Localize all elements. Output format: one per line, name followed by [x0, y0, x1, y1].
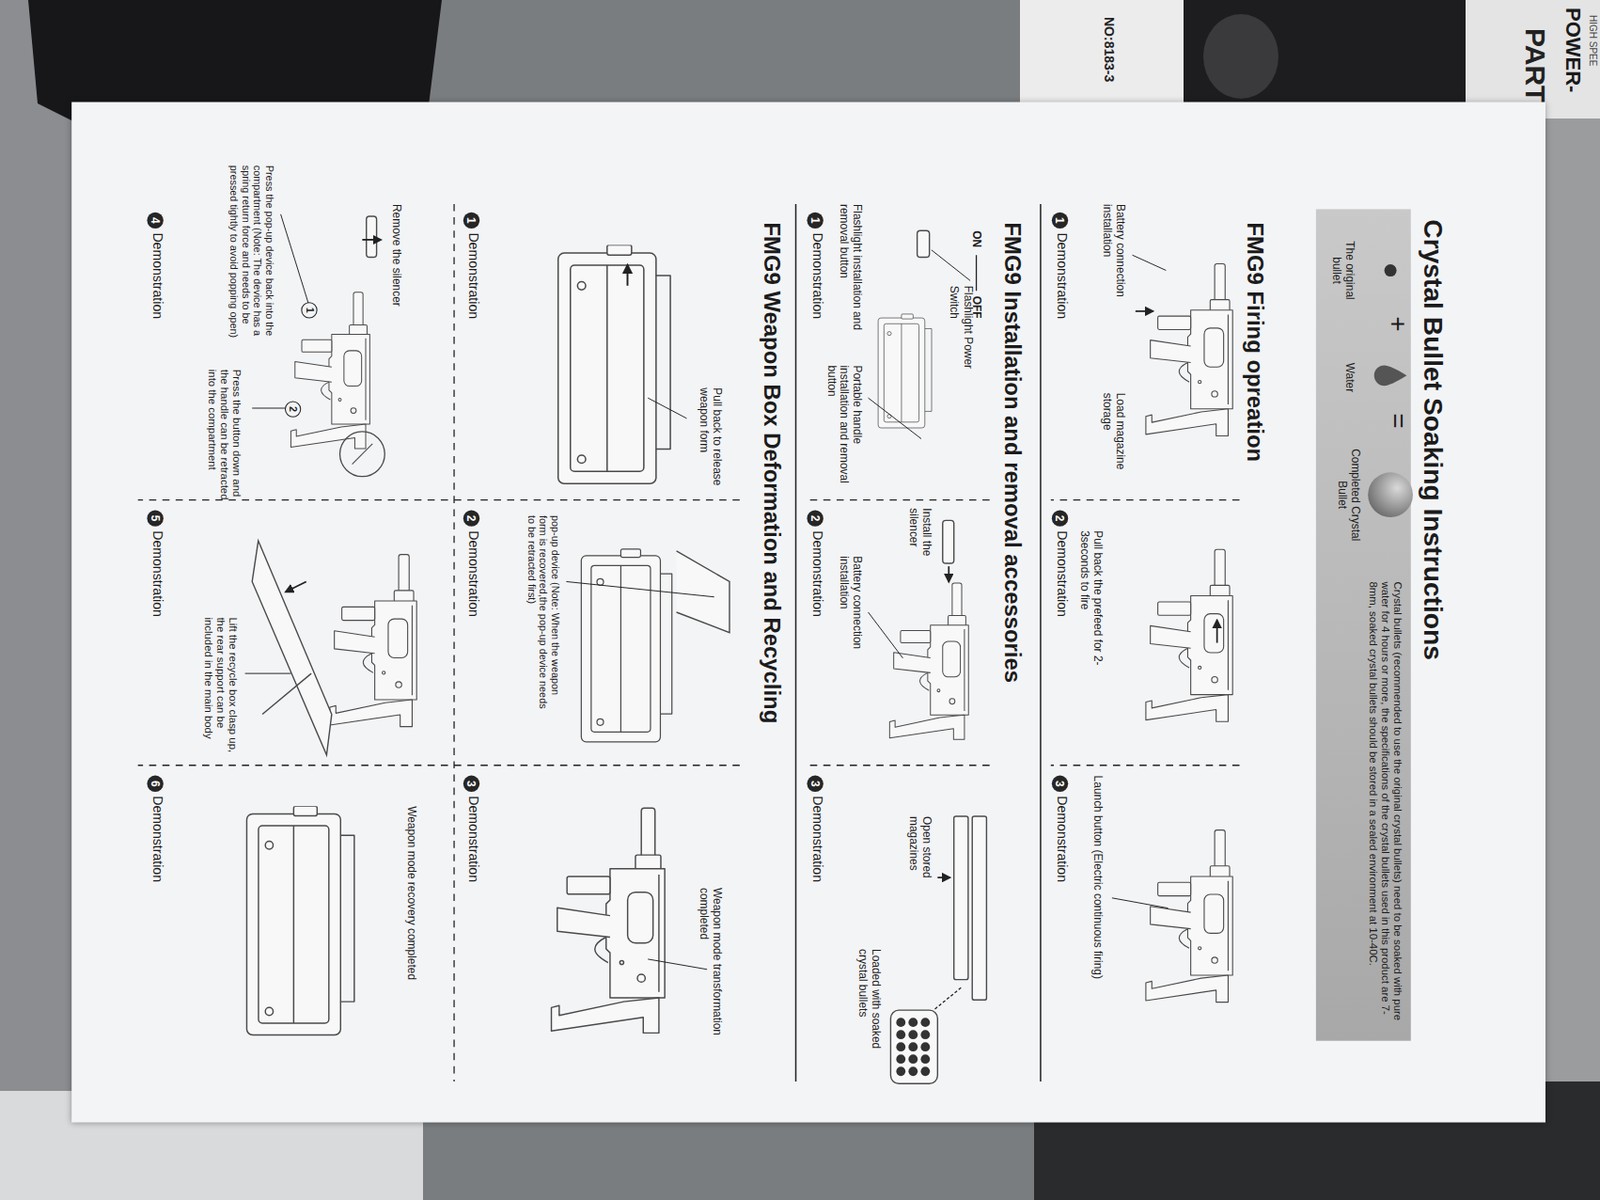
section-heading: Install the silencer: [908, 507, 934, 567]
step-number: 1: [806, 212, 823, 229]
package-text: POWER-: [1560, 7, 1585, 93]
section-heading: Crystal bullets (recommended to use the …: [1367, 580, 1405, 1030]
box-figure: [878, 313, 932, 428]
gun-figure: [1145, 830, 1233, 1003]
gun-figure: [290, 292, 370, 449]
section-heading: FMG9 Weapon Box Deformation and Recyclin…: [758, 222, 785, 724]
section-heading: pop-up device (Note: When the weapon for…: [526, 515, 562, 715]
accessory-figures: [868, 230, 988, 1083]
section-heading: Demonstration: [465, 530, 481, 617]
section-heading: Press the button down and the handle can…: [205, 369, 243, 502]
package-text: PART: [1519, 28, 1552, 103]
section-heading: Demonstration: [149, 795, 165, 882]
section-heading: Launch button (Electric continuous firin…: [1092, 775, 1106, 1041]
package-text: NO:8183-3: [1101, 16, 1117, 82]
illustrations: [71, 102, 1546, 1123]
callout-number: 1: [300, 301, 317, 318]
box-figure: [558, 244, 671, 484]
section-heading: Loaded with soaked crystal bullets: [856, 948, 882, 1061]
step-number: 3: [1051, 775, 1068, 792]
package-text: HIGH SPEE: [1587, 15, 1599, 66]
section-heading: Press the pop-up device back into the co…: [228, 165, 276, 360]
section-heading: Battery connection installation: [1101, 203, 1128, 316]
step-number: 3: [806, 775, 823, 792]
section-heading: Pull back the prefeed for 2-3seconds to …: [1079, 530, 1105, 704]
section-heading: Demonstration: [465, 795, 481, 882]
section-heading: Demonstration: [809, 232, 825, 319]
section-heading: Weapon mode transformation completed: [697, 887, 723, 1041]
gun-figure: [889, 582, 969, 739]
header-band: [1316, 208, 1412, 1040]
gun-figure: [551, 807, 666, 1033]
section-heading: Demonstration: [809, 795, 825, 882]
sheet-title: Crystal Bullet Soaking Instructions: [1416, 219, 1447, 660]
section-heading: Remove the silencer: [390, 203, 404, 307]
section-heading: Flashlight Power Switch: [948, 285, 974, 378]
left-strip: [0, 0, 80, 1200]
step-number: 4: [146, 212, 163, 229]
section-heading: Lift the recycle box clasp up, the rear …: [203, 616, 240, 760]
step-number: 2: [463, 510, 480, 527]
original-bullet-icon: [1384, 264, 1397, 277]
box-figure: [580, 549, 672, 742]
instruction-sheet: Crystal Bullet Soaking Instructions The o…: [71, 102, 1546, 1123]
section-heading: Water: [1344, 346, 1358, 408]
gun-figure: [1145, 263, 1233, 436]
water-drop-icon: [1374, 364, 1408, 386]
box-figure: [246, 805, 354, 1035]
light-box: [1465, 0, 1600, 119]
white-box: [1019, 0, 1185, 115]
callout-number: 2: [284, 400, 301, 417]
step-number: 2: [1051, 510, 1068, 527]
section-heading: Open stored magazines: [908, 815, 934, 903]
section-heading: Completed Crystal Bullet: [1335, 443, 1362, 547]
section-heading: Demonstration: [1053, 795, 1069, 882]
section-heading: Demonstration: [1053, 232, 1069, 319]
section-heading: Battery connection installation: [838, 555, 864, 684]
section-heading: =: [1382, 407, 1413, 434]
step-number: 5: [146, 510, 163, 527]
dashed-dividers: [138, 203, 1240, 1082]
section-heading: Weapon mode recovery completed: [405, 805, 419, 980]
firing-figures: [1112, 254, 1233, 1002]
step-number: 2: [806, 510, 823, 527]
section-heading: Demonstration: [149, 232, 165, 319]
section-heading: Demonstration: [1053, 530, 1069, 617]
step-number: 1: [1051, 212, 1068, 229]
section-heading: FMG9 Firing opreation: [1241, 222, 1268, 463]
section-heading: +: [1382, 311, 1413, 337]
deformation-figures: [245, 214, 730, 1036]
gun-figure: [329, 554, 417, 727]
section-heading: Flashlight installation and removal butt…: [838, 203, 864, 342]
section-heading: Demonstration: [465, 232, 481, 319]
section-heading: Demonstration: [809, 530, 825, 617]
step-number: 3: [463, 775, 480, 792]
section-heading: Portable handle installation and removal…: [825, 364, 864, 493]
section-heading: FMG9 Installation and removal accessorie…: [999, 222, 1025, 684]
step-number: 1: [463, 212, 480, 229]
section-heading: Pull back to release weapon form: [697, 387, 723, 510]
box-print: [1203, 14, 1279, 99]
section-heading: The original bullet: [1331, 226, 1357, 314]
section-rules: [796, 203, 1041, 1082]
step-number: 6: [146, 775, 163, 792]
gun-figure: [1145, 549, 1233, 722]
section-heading: Demonstration: [149, 530, 165, 617]
section-heading: Load magazine storage: [1101, 392, 1128, 496]
soaked-bullet-icon: [1367, 471, 1413, 518]
right-strip: [1545, 118, 1600, 1200]
section-heading: ON: [970, 230, 984, 248]
